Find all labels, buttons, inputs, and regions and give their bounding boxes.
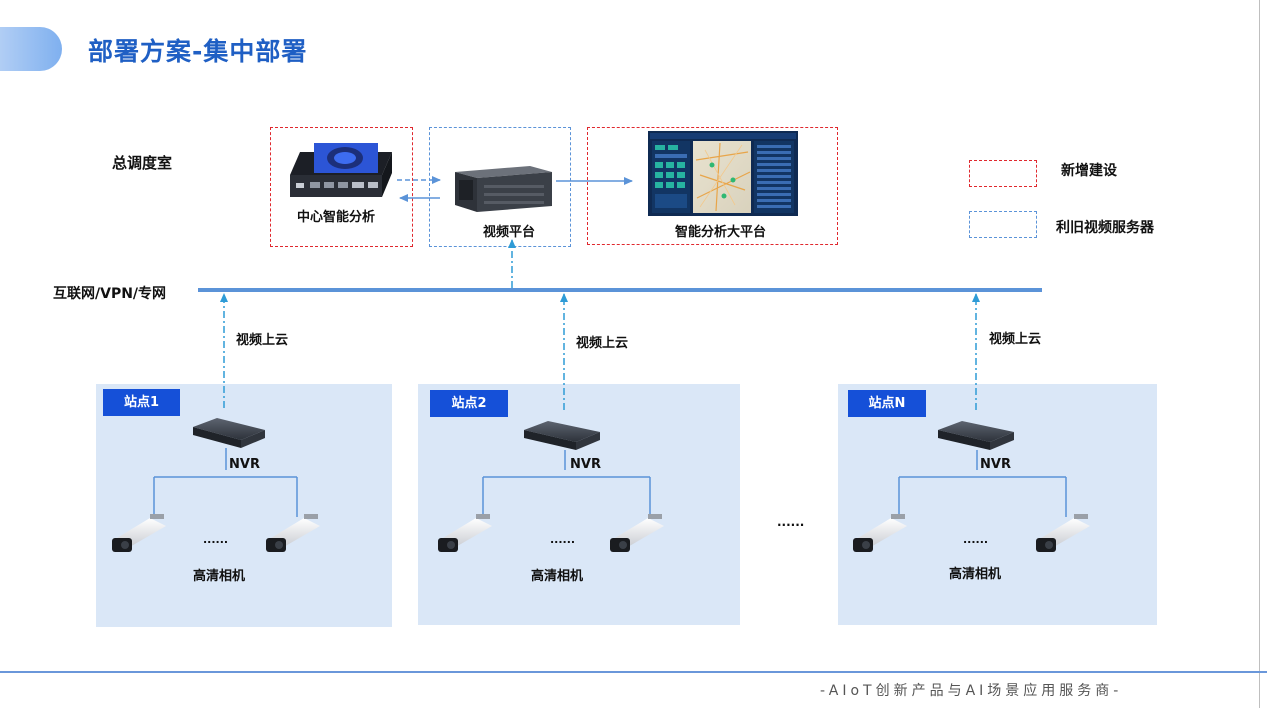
site-2-camera-wiring — [482, 450, 651, 517]
site-2-nvr-icon — [524, 421, 600, 450]
title-decoration — [0, 27, 62, 71]
site-2-tag: 站点2 — [430, 390, 508, 417]
site-n-camera-right-icon — [1036, 514, 1090, 552]
site-2-nvr-label: NVR — [570, 457, 601, 472]
site-1-camera-right-icon — [266, 514, 320, 552]
network-label: 互联网/VPN/专网 — [53, 286, 167, 302]
site-2-dots: ...... — [550, 533, 576, 546]
site-2-camera-left-icon — [438, 514, 492, 552]
page-edge-divider — [1259, 0, 1260, 708]
site-n-nvr-label: NVR — [980, 457, 1011, 472]
site-2-panel — [418, 384, 740, 625]
site-1-panel — [96, 384, 392, 627]
central-analysis-box — [270, 127, 413, 247]
site1-upload-label: 视频上云 — [236, 333, 289, 348]
legend-new-label: 新增建设 — [1061, 163, 1117, 179]
site-2-camera-right-icon — [610, 514, 664, 552]
site-n-panel — [838, 384, 1157, 625]
analytics-platform-label: 智能分析大平台 — [675, 225, 767, 240]
legend-reuse-swatch — [969, 211, 1037, 238]
site-1-camera-wiring — [153, 448, 298, 517]
site-1-nvr-icon — [193, 418, 265, 448]
analytics-platform-box — [587, 127, 838, 245]
control-room-label: 总调度室 — [112, 154, 173, 172]
video-platform-box — [429, 127, 571, 247]
video-platform-label: 视频平台 — [483, 225, 536, 240]
site-1-camera-left-icon — [112, 514, 166, 552]
site-1-cameras-label: 高清相机 — [193, 569, 246, 584]
analytics-dashboard-screen-icon — [648, 131, 798, 216]
legend-new-swatch — [969, 160, 1037, 187]
siten-upload-label: 视频上云 — [989, 332, 1042, 347]
site-n-dots: ...... — [963, 533, 989, 546]
central-analysis-label: 中心智能分析 — [297, 210, 376, 225]
site-1-dots: ...... — [203, 533, 229, 546]
page-title: 部署方案-集中部署 — [88, 37, 308, 66]
site-n-cameras-label: 高清相机 — [949, 567, 1002, 582]
site-n-camera-wiring — [898, 450, 1067, 517]
site-1-tag: 站点1 — [103, 389, 180, 416]
between-sites-dots: ...... — [777, 515, 805, 529]
site-1-nvr-label: NVR — [229, 457, 260, 472]
site-n-camera-left-icon — [853, 514, 907, 552]
footer-divider — [0, 671, 1267, 673]
site-2-cameras-label: 高清相机 — [531, 569, 584, 584]
video-platform-server-icon — [455, 166, 552, 212]
site2-upload-label: 视频上云 — [576, 336, 629, 351]
footer-slogan: -AIoT创新产品与AI场景应用服务商- — [820, 683, 1123, 699]
site-n-nvr-icon — [938, 421, 1014, 450]
central-analysis-device-icon — [290, 143, 392, 197]
site-n-tag: 站点N — [848, 390, 926, 417]
legend-reuse-label: 利旧视频服务器 — [1056, 220, 1154, 236]
